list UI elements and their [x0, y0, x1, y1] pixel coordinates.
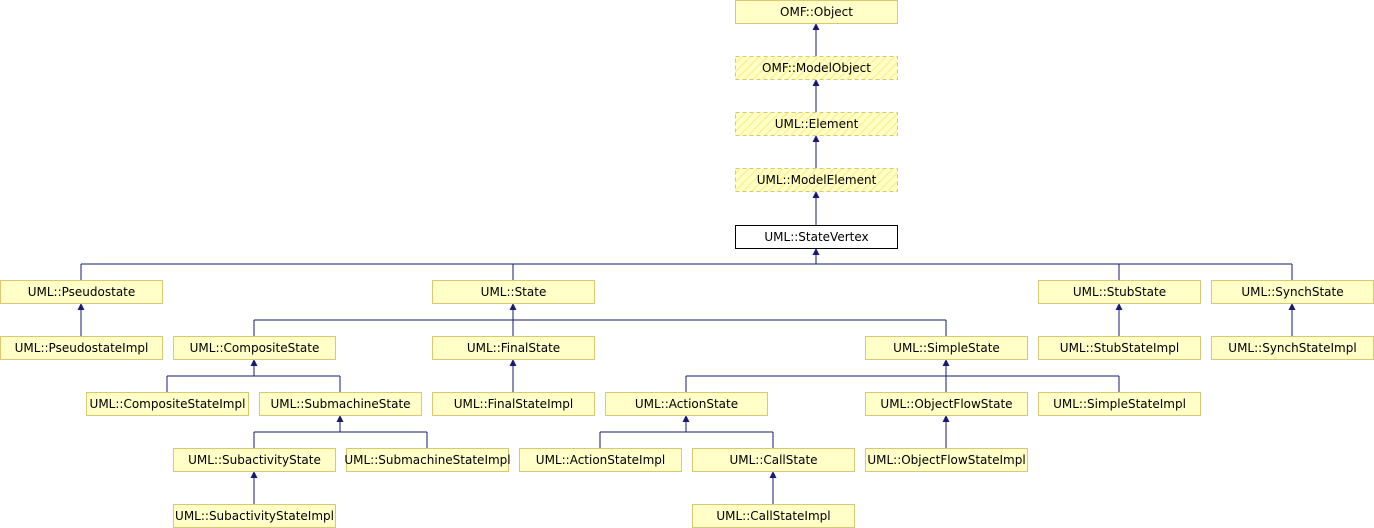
class-label: UML::Element [775, 117, 859, 131]
class-box[interactable] [735, 168, 898, 192]
class-node-uml-compositestate[interactable]: UML::CompositeState [173, 336, 336, 360]
class-box[interactable] [173, 448, 336, 472]
class-label: UML::SimpleState [893, 341, 1000, 355]
edge-uml_state [253, 303, 947, 336]
class-node-uml-subactivitystateimpl[interactable]: UML::SubactivityStateImpl [173, 504, 336, 528]
edge-uml_actionstate [599, 415, 774, 448]
class-node-uml-objectflowstate[interactable]: UML::ObjectFlowState [865, 392, 1028, 416]
class-box[interactable] [173, 336, 336, 360]
class-node-uml-subactivitystate[interactable]: UML::SubactivityState [173, 448, 336, 472]
class-label: UML::StateVertex [764, 230, 868, 244]
class-node-uml-callstateimpl[interactable]: UML::CallStateImpl [692, 504, 855, 528]
class-box[interactable] [865, 336, 1028, 360]
edge-uml_compositestate [166, 359, 341, 392]
class-node-uml-pseudostateimpl[interactable]: UML::PseudostateImpl [0, 336, 163, 360]
class-label: UML::PseudostateImpl [15, 341, 149, 355]
class-label: OMF::ModelObject [762, 61, 871, 75]
class-box[interactable] [865, 392, 1028, 416]
class-label: UML::CompositeState [190, 341, 320, 355]
class-node-uml-simplestateimpl[interactable]: UML::SimpleStateImpl [1038, 392, 1201, 416]
class-box[interactable] [86, 392, 249, 416]
class-label: UML::SynchState [1241, 285, 1343, 299]
class-node-uml-modelelement[interactable]: UML::ModelElement [735, 168, 898, 192]
class-box[interactable] [735, 112, 898, 136]
class-label: UML::SubmachineStateImpl [344, 453, 510, 467]
class-label: OMF::Object [780, 5, 853, 19]
class-box[interactable] [259, 392, 422, 416]
class-node-uml-submachinestate[interactable]: UML::SubmachineState [259, 392, 422, 416]
class-node-uml-simplestate[interactable]: UML::SimpleState [865, 336, 1028, 360]
class-label: UML::SubactivityState [188, 453, 321, 467]
class-label: UML::State [481, 285, 547, 299]
class-label: UML::ActionState [635, 397, 738, 411]
class-label: UML::SynchStateImpl [1228, 341, 1356, 355]
class-node-uml-submachinestateimpl[interactable]: UML::SubmachineStateImpl [344, 448, 511, 472]
class-box[interactable] [865, 448, 1028, 472]
class-node-uml-state[interactable]: UML::State [432, 280, 595, 304]
edge-uml_statevertex [80, 248, 1293, 280]
class-label: UML::StubState [1073, 285, 1166, 299]
class-label: UML::SimpleStateImpl [1053, 397, 1186, 411]
class-label: UML::ActionStateImpl [536, 453, 665, 467]
class-box[interactable] [692, 448, 855, 472]
edge-uml_submachinestate [253, 415, 428, 448]
class-node-uml-actionstate[interactable]: UML::ActionState [605, 392, 768, 416]
class-box[interactable] [0, 280, 163, 304]
class-node-uml-actionstateimpl[interactable]: UML::ActionStateImpl [519, 448, 682, 472]
class-node-omf-modelobject[interactable]: OMF::ModelObject [735, 56, 898, 80]
edges-layer [77, 23, 1296, 504]
class-node-uml-pseudostate[interactable]: UML::Pseudostate [0, 280, 163, 304]
class-node-uml-stubstate[interactable]: UML::StubState [1038, 280, 1201, 304]
class-label: UML::CompositeStateImpl [90, 397, 246, 411]
class-label: UML::FinalStateImpl [454, 397, 574, 411]
class-node-uml-objectflowstateimpl[interactable]: UML::ObjectFlowStateImpl [865, 448, 1028, 472]
class-label: UML::ObjectFlowStateImpl [867, 453, 1025, 467]
class-box[interactable] [1038, 392, 1201, 416]
class-node-uml-finalstate[interactable]: UML::FinalState [432, 336, 595, 360]
class-node-uml-stubstateimpl[interactable]: UML::StubStateImpl [1038, 336, 1201, 360]
class-node-uml-callstate[interactable]: UML::CallState [692, 448, 855, 472]
class-label: UML::Pseudostate [28, 285, 136, 299]
class-label: UML::CallState [729, 453, 817, 467]
class-box[interactable] [432, 336, 595, 360]
class-node-uml-element[interactable]: UML::Element [735, 112, 898, 136]
class-node-uml-finalstateimpl[interactable]: UML::FinalStateImpl [432, 392, 595, 416]
class-label: UML::SubmachineState [270, 397, 410, 411]
class-label: UML::StubStateImpl [1060, 341, 1179, 355]
class-box[interactable] [519, 448, 682, 472]
class-node-uml-compositestateimpl[interactable]: UML::CompositeStateImpl [86, 392, 249, 416]
class-node-uml-statevertex[interactable]: UML::StateVertex [735, 225, 898, 249]
class-box[interactable] [735, 225, 898, 249]
class-box[interactable] [1038, 336, 1201, 360]
class-label: UML::ObjectFlowState [880, 397, 1012, 411]
class-box[interactable] [432, 392, 595, 416]
class-node-uml-synchstateimpl[interactable]: UML::SynchStateImpl [1211, 336, 1374, 360]
class-label: UML::FinalState [467, 341, 560, 355]
class-box[interactable] [605, 392, 768, 416]
class-box[interactable] [1038, 280, 1201, 304]
class-node-uml-synchstate[interactable]: UML::SynchState [1211, 280, 1374, 304]
class-box[interactable] [0, 336, 163, 360]
class-node-omf-object[interactable]: OMF::Object [735, 0, 898, 24]
class-box[interactable] [735, 0, 898, 24]
class-box[interactable] [346, 448, 509, 472]
class-label: UML::ModelElement [757, 173, 877, 187]
class-box[interactable] [735, 56, 898, 80]
edge-uml_simplestate [685, 359, 1120, 392]
class-box[interactable] [432, 280, 595, 304]
class-label: UML::CallStateImpl [716, 509, 830, 523]
class-label: UML::SubactivityStateImpl [175, 509, 334, 523]
